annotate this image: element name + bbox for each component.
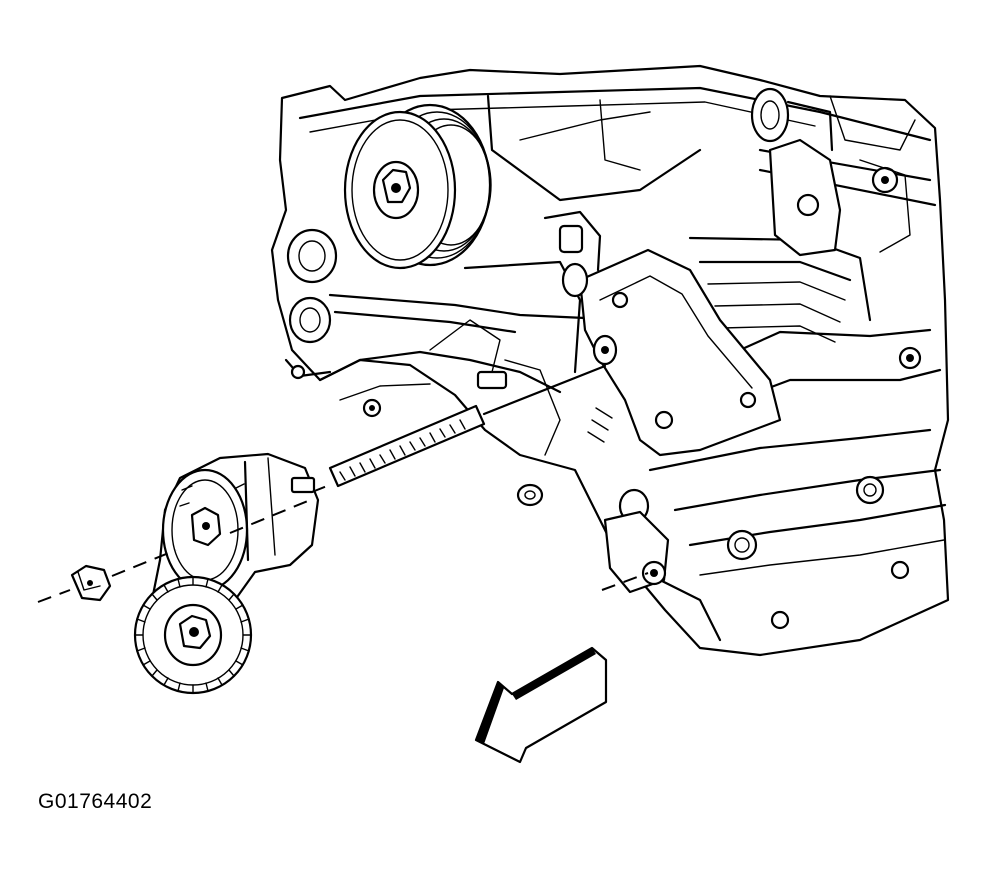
figure-id-label: G01764402: [38, 790, 153, 813]
alignment-dashed-line: [601, 572, 649, 591]
power-steering-pulley: [343, 103, 492, 270]
pulley-ribs: [134, 576, 252, 694]
direction-arrow: [474, 646, 608, 764]
tensioner-idler-pulley: [133, 575, 253, 695]
tensioner-mounting-bracket: [561, 248, 782, 457]
tensioner-nut: [37, 549, 177, 603]
